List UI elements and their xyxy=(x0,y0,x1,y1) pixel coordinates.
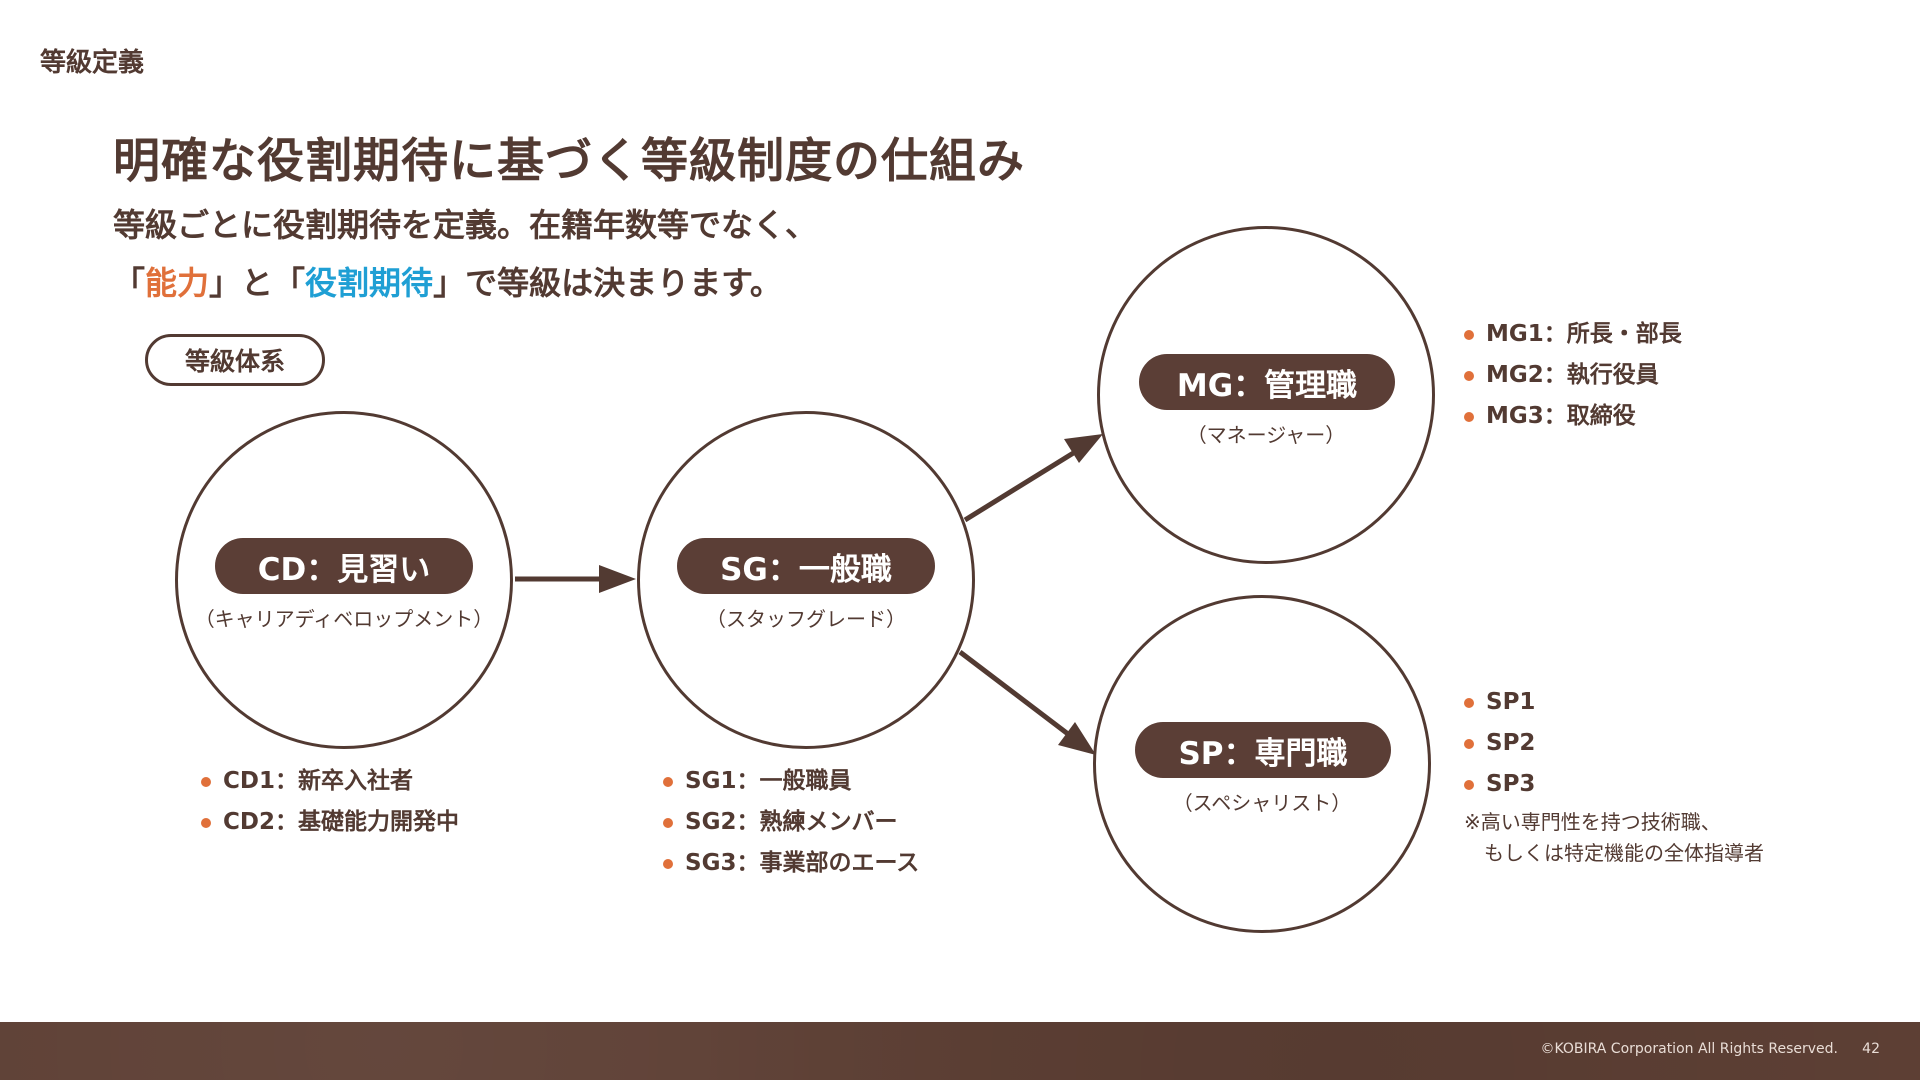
arrow-sg-to-sp-head xyxy=(1058,722,1096,755)
list-item: SG2：熟練メンバー xyxy=(663,802,919,843)
arrow-cd-to-sg-head xyxy=(599,565,636,593)
grade-sub-cd: （キャリアディベロップメント） xyxy=(194,607,494,631)
list-item: SP3 xyxy=(1464,764,1535,805)
grade-sub-mg: （マネージャー） xyxy=(1186,423,1346,447)
bullet-dot-icon xyxy=(663,818,673,828)
grade-system-label: 等級体系 xyxy=(145,334,325,386)
keyword-ability: 能力 xyxy=(145,264,210,302)
grade-flow-arrows xyxy=(515,434,1103,755)
grade-pill-cd: CD：見習い xyxy=(215,538,473,594)
subtitle-tail: 」で等級は決まります。 xyxy=(433,264,782,302)
page-title: 明確な役割期待に基づく等級制度の仕組み xyxy=(113,134,1025,189)
section-label: 等級定義 xyxy=(40,48,145,78)
keyword-role-expectation: 役割期待 xyxy=(305,264,434,302)
grade-list-mg: MG1：所長・部長 MG2：執行役員 MG3：取締役 xyxy=(1464,314,1682,437)
footer-copyright: ©KOBIRA Corporation All Rights Reserved. xyxy=(1540,1041,1838,1057)
arrow-sg-to-mg xyxy=(963,449,1077,523)
list-item: SP2 xyxy=(1464,723,1535,764)
bullet-dot-icon xyxy=(1464,330,1474,340)
list-item: MG3：取締役 xyxy=(1464,396,1682,437)
list-item: SG1：一般職員 xyxy=(663,761,919,802)
bullet-dot-icon xyxy=(1464,739,1474,749)
bullet-dot-icon xyxy=(663,777,673,787)
list-item: CD2：基礎能力開発中 xyxy=(201,802,459,843)
list-item: CD1：新卒入社者 xyxy=(201,761,459,802)
grade-sub-sg: （スタッフグレード） xyxy=(706,607,906,631)
bullet-dot-icon xyxy=(1464,698,1474,708)
sp-note-line-2: もしくは特定機能の全体指導者 xyxy=(1484,841,1764,865)
bracket-open-1: 「 xyxy=(113,264,146,302)
bullet-dot-icon xyxy=(1464,780,1474,790)
subtitle-line-1: 等級ごとに役割期待を定義。在籍年数等でなく、 xyxy=(113,206,818,244)
arrow-sg-to-sp xyxy=(958,650,1070,736)
grade-list-sg: SG1：一般職員 SG2：熟練メンバー SG3：事業部のエース xyxy=(663,761,919,884)
grade-sub-sp: （スペシャリスト） xyxy=(1172,791,1352,815)
footer-bar xyxy=(0,1022,1920,1080)
list-item: MG2：執行役員 xyxy=(1464,355,1682,396)
bullet-dot-icon xyxy=(663,859,673,869)
list-item: MG1：所長・部長 xyxy=(1464,314,1682,355)
bullet-dot-icon xyxy=(201,818,211,828)
grade-list-sp: SP1 SP2 SP3 xyxy=(1464,682,1535,805)
list-item: SG3：事業部のエース xyxy=(663,843,919,884)
bullet-dot-icon xyxy=(1464,412,1474,422)
grade-list-cd: CD1：新卒入社者 CD2：基礎能力開発中 xyxy=(201,761,459,843)
bracket-close-open: 」と「 xyxy=(209,264,306,302)
bullet-dot-icon xyxy=(1464,371,1474,381)
page-number: 42 xyxy=(1862,1041,1880,1057)
bullet-dot-icon xyxy=(201,777,211,787)
grade-pill-mg: MG：管理職 xyxy=(1139,354,1395,410)
sp-note: ※高い専門性を持つ技術職、 もしくは特定機能の全体指導者 xyxy=(1464,807,1764,869)
sp-note-line-1: ※高い専門性を持つ技術職、 xyxy=(1464,810,1721,834)
grade-pill-sg: SG：一般職 xyxy=(677,538,935,594)
page-subtitle: 等級ごとに役割期待を定義。在籍年数等でなく、 「能力」と「役割期待」で等級は決ま… xyxy=(113,196,817,312)
list-item: SP1 xyxy=(1464,682,1535,723)
subtitle-line-2: 「能力」と「役割期待」で等級は決まります。 xyxy=(113,254,817,312)
grade-pill-sp: SP：専門職 xyxy=(1135,722,1391,778)
arrow-sg-to-mg-head xyxy=(1064,434,1103,463)
